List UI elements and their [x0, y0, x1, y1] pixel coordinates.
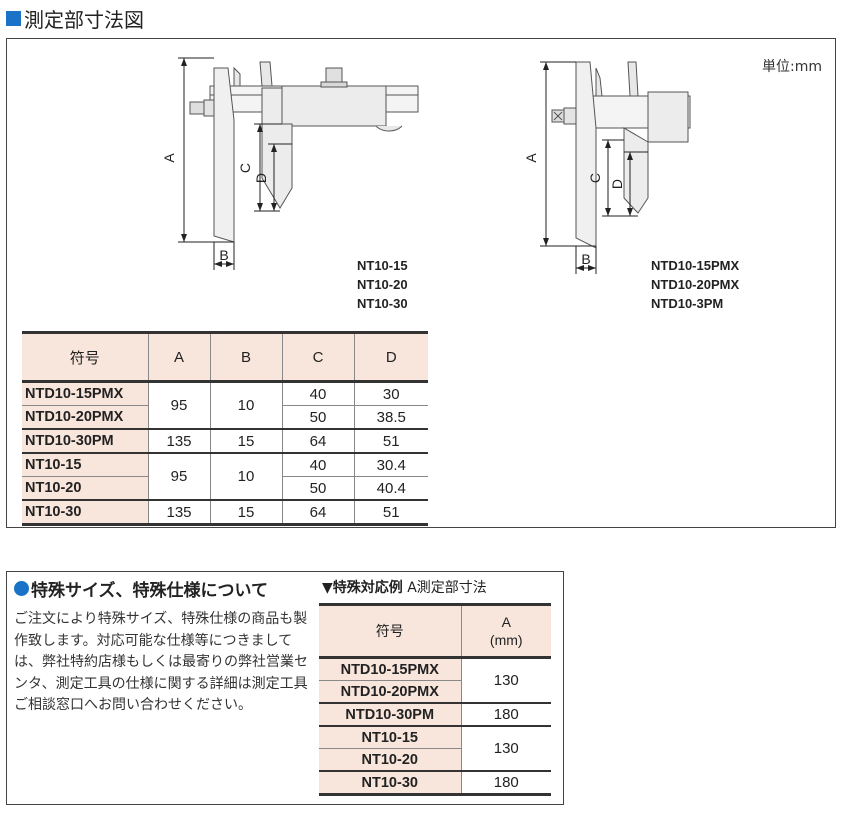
special-table: 符号 A (mm) NTD10-15PMX 130 NTD10-20PMX NT… [319, 603, 551, 796]
col-header: A [147, 331, 210, 383]
value-cell: 30.4 [353, 453, 428, 477]
table-row: NTD10-15PMX 95 10 40 30 [22, 381, 428, 430]
value-cell: 15 [209, 500, 282, 526]
value-cell: 10 [209, 453, 282, 501]
special-table-title: ▼特殊対応例 A測定部寸法 [322, 577, 487, 597]
model-label: NTD10-20PMX [651, 277, 740, 292]
table-row: NT10-15 130 [319, 726, 551, 772]
special-title-text: 特殊サイズ、特殊仕様について [31, 581, 268, 601]
model-cell: NTD10-20PMX [22, 405, 148, 430]
dim-label-c: C [237, 163, 253, 173]
special-title: 特殊サイズ、特殊仕様について [14, 576, 268, 601]
value-cell: 51 [353, 500, 428, 526]
blue-square-icon [6, 11, 21, 26]
value-cell: 50 [281, 405, 354, 430]
model-label: NT10-30 [357, 296, 408, 311]
caliper-diagram-2: A C D B [523, 61, 691, 274]
model-cell: NTD10-20PMX [319, 680, 461, 704]
value-cell: 135 [147, 500, 210, 526]
model-cell: NTD10-15PMX [22, 381, 148, 406]
value-cell: 130 [460, 657, 551, 704]
value-cell: 51 [353, 429, 428, 454]
table-row: NT10-20 [319, 748, 551, 772]
value-cell: 40.4 [353, 476, 428, 501]
col-header: 符号 [22, 331, 148, 383]
table-header-row: 符号 A B C D [22, 331, 428, 383]
value-cell: 135 [147, 429, 210, 454]
col-header-unit: (mm) [489, 632, 523, 648]
model-cell: NT10-20 [319, 748, 461, 772]
model-cell: NT10-20 [22, 476, 148, 501]
blue-dot-icon [14, 581, 29, 596]
diagram2-models: NTD10-15PMX NTD10-20PMX NTD10-3PM [651, 256, 739, 313]
value-cell: 15 [209, 429, 282, 454]
caliper-diagram-1: A C D B [161, 57, 419, 270]
model-cell: NT10-30 [22, 500, 148, 526]
model-label: NTD10-15PMX [651, 258, 740, 273]
table-row: NT10-20 50 40.4 [22, 476, 428, 501]
value-cell: 30 [353, 381, 428, 406]
col-header: B [209, 331, 282, 383]
value-cell: 38.5 [353, 405, 428, 430]
table-row: NTD10-20PMX 50 38.5 [22, 405, 428, 430]
value-cell: 130 [460, 726, 551, 772]
value-cell: 10 [209, 381, 282, 430]
special-frame [6, 571, 564, 805]
value-cell: 40 [281, 453, 354, 477]
table-row: NTD10-15PMX 130 [319, 657, 551, 704]
table-row: NT10-30 135 15 64 51 [22, 500, 428, 526]
value-cell: 180 [460, 703, 551, 727]
value-cell: 95 [147, 381, 210, 430]
dim-label-b: B [581, 251, 590, 267]
table-row: NTD10-30PM 135 15 64 51 [22, 429, 428, 454]
value-cell: 50 [281, 476, 354, 501]
model-cell: NTD10-30PM [22, 429, 148, 454]
section-title: 測定部寸法図 [6, 4, 144, 33]
table-row: NT10-30 180 [319, 771, 551, 796]
special-table-title-rest: A測定部寸法 [407, 580, 487, 596]
value-cell: 40 [281, 381, 354, 406]
model-cell: NT10-15 [319, 726, 461, 749]
col-header: 符号 [319, 603, 461, 659]
table-row: NTD10-30PM 180 [319, 703, 551, 727]
model-label: NTD10-3PM [651, 296, 724, 311]
model-cell: NTD10-15PMX [319, 657, 461, 681]
col-header: D [353, 331, 428, 383]
dim-label-a: A [161, 153, 177, 163]
special-body: ご注文により特殊サイズ、特殊仕様の商品も製作致します。対応可能な仕様等につきまし… [14, 611, 308, 713]
special-table-title-bold: ▼特殊対応例 [322, 580, 403, 596]
col-header: C [281, 331, 354, 383]
model-label: NT10-20 [357, 277, 408, 292]
value-cell: 180 [460, 771, 551, 796]
value-cell: 95 [147, 453, 210, 501]
table-header-row: 符号 A (mm) [319, 603, 551, 659]
dim-label-c: C [587, 173, 603, 183]
value-cell: 64 [281, 429, 354, 454]
dim-label-a: A [523, 153, 539, 163]
table-row: NT10-15 95 10 40 30.4 [22, 453, 428, 501]
dim-label-d: D [609, 179, 625, 189]
model-label: NT10-15 [357, 258, 408, 273]
section-title-text: 測定部寸法図 [24, 8, 144, 32]
model-cell: NT10-15 [22, 453, 148, 477]
col-header: A (mm) [460, 603, 551, 659]
dim-label-d: D [253, 173, 269, 183]
diagram1-models: NT10-15 NT10-20 NT10-30 [357, 256, 408, 313]
table-row: NTD10-20PMX [319, 680, 551, 704]
col-header-a: A [501, 614, 511, 630]
model-cell: NT10-30 [319, 771, 461, 796]
dimension-frame [6, 38, 836, 528]
value-cell: 64 [281, 500, 354, 526]
unit-label: 単位:mm [762, 59, 822, 75]
dim-label-b: B [219, 247, 228, 263]
model-cell: NTD10-30PM [319, 703, 461, 727]
dimension-table: 符号 A B C D NTD10-15PMX 95 10 40 30 NTD10… [22, 331, 428, 526]
